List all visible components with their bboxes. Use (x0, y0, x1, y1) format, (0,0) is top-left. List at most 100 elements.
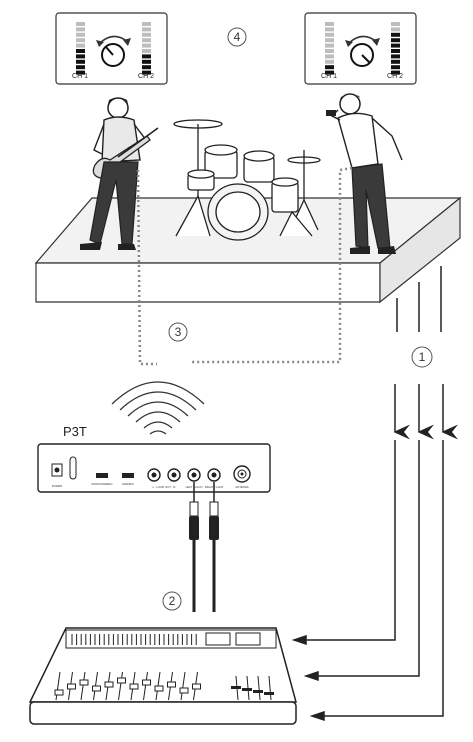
meter-segment (142, 22, 151, 26)
meter-segment (391, 70, 400, 75)
meter-segment (76, 38, 85, 43)
meter-segment (142, 49, 151, 53)
meter-segment (325, 27, 334, 32)
meter-segment (325, 32, 334, 37)
mono-stereo-switch (96, 473, 108, 478)
step-2-label: 2 (169, 594, 176, 608)
meter-segment (76, 49, 85, 53)
mixing-console (28, 627, 297, 725)
meter-segment (76, 22, 85, 26)
meter-segment (142, 59, 151, 64)
device-name-label: P3T (63, 424, 87, 439)
step-4-marker: 4 (227, 27, 247, 47)
master-fader-knob (231, 686, 241, 689)
meter-segment (391, 43, 400, 48)
step-3-label: 3 (175, 325, 182, 339)
fader-knob (179, 687, 189, 694)
step-3-marker: 3 (168, 322, 188, 342)
meter-segment (325, 38, 334, 43)
meter-segment (76, 54, 85, 59)
meter-segment (142, 38, 151, 43)
fader-knob (117, 677, 126, 684)
meter-segment (76, 70, 85, 75)
output-cables (189, 482, 219, 612)
fader-track (180, 671, 186, 701)
meter-segment (325, 43, 334, 48)
meter-segment (76, 32, 85, 37)
meter-segment (325, 22, 334, 26)
meter-segment (142, 32, 151, 37)
step-2-marker: 2 (162, 591, 182, 611)
meter-segment (76, 43, 85, 48)
mono-stereo-label: MONO/STEREO (92, 482, 114, 486)
meter-segment (142, 54, 151, 59)
fader-knob (67, 683, 76, 690)
monitor-panel-left: CH 1 CH 2 (55, 12, 168, 85)
ch2-label-left: CH 2 (138, 73, 154, 80)
fader-knob (92, 685, 101, 692)
meter-segment (391, 65, 400, 70)
fader-track (118, 671, 123, 701)
meter-segment (76, 27, 85, 32)
ch2-label-right: CH 2 (387, 73, 403, 80)
meter-segment (391, 38, 400, 43)
p3t-receiver: POWER MONO/STEREO LINE/MIC L · LOOP OUT … (37, 443, 271, 493)
ch1-label-left: CH 1 (72, 73, 88, 80)
antenna-label: ANTENNA (235, 485, 248, 489)
mixer-channel-strips (71, 634, 197, 645)
wireless-signal-path (136, 166, 353, 366)
ch2-meter-left (142, 22, 151, 75)
monitor-knob-right (345, 35, 380, 67)
mixer-faders (54, 671, 274, 701)
loop-out-label: L · LOOP OUT · R (153, 485, 176, 489)
meter-segment (391, 22, 400, 26)
meter-segment (325, 59, 334, 64)
fader-knob (167, 681, 176, 688)
meter-segment (391, 32, 400, 37)
meter-segment (391, 59, 400, 64)
master-fader-knob (242, 688, 252, 691)
meter-segment (325, 65, 334, 70)
guitarist-figure (80, 97, 159, 250)
fader-knob (142, 679, 151, 686)
meter-segment (142, 43, 151, 48)
meter-segment (76, 65, 85, 70)
master-fader-track (257, 675, 261, 701)
wireless-wave-icon (111, 381, 205, 435)
meter-segment (391, 49, 400, 53)
ch1-label-right: CH 1 (321, 73, 337, 80)
monitor-panel-right: CH 1 CH 2 (304, 12, 417, 85)
power-label: POWER (52, 484, 63, 488)
fader-knob (79, 679, 89, 686)
meter-segment (142, 65, 151, 70)
step-1-marker: 1 (411, 346, 433, 368)
monitor-knob-left (96, 35, 131, 67)
meter-segment (76, 59, 85, 64)
ch1-meter-right (325, 22, 334, 75)
fader-track (80, 671, 86, 701)
meter-segment (325, 70, 334, 75)
meter-segment (391, 27, 400, 32)
plug-left (189, 482, 199, 612)
step-4-label: 4 (234, 30, 241, 44)
fader-knob (192, 683, 201, 690)
fader-track (143, 671, 148, 701)
master-fader-knob (253, 690, 263, 693)
fader-knob (104, 681, 114, 688)
singer-figure (326, 93, 403, 254)
line-mic-label: LINE/MIC (122, 482, 134, 486)
meter-segment (142, 27, 151, 32)
master-fader-track (268, 675, 272, 701)
fader-knob (154, 685, 164, 692)
plug-right (209, 482, 219, 612)
step-1-label: 1 (419, 350, 426, 364)
fader-knob (129, 683, 139, 690)
master-fader-knob (264, 692, 274, 695)
ch2-meter-right (391, 22, 400, 75)
meter-segment (391, 54, 400, 59)
meter-segment (142, 70, 151, 75)
line-mic-switch (122, 473, 134, 478)
meter-segment (325, 54, 334, 59)
